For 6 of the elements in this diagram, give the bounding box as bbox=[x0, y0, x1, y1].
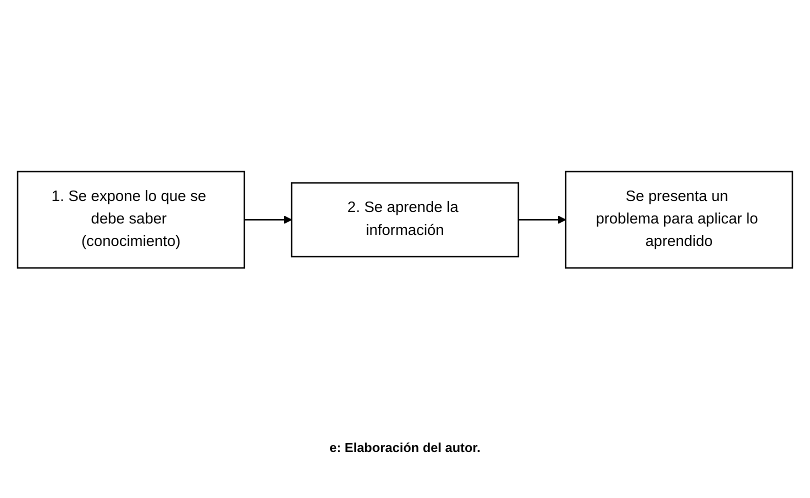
caption: e: Elaboración del autor. bbox=[330, 440, 480, 455]
node-box: 1. Se expone lo que se debe saber (conocimiento) bbox=[16, 171, 246, 269]
arrow bbox=[244, 216, 292, 224]
node-box: 2. Se aprende la información bbox=[290, 182, 520, 258]
arrow bbox=[518, 216, 566, 224]
node-box: Se presenta un problema para aplicar lo aprendido bbox=[564, 171, 794, 269]
